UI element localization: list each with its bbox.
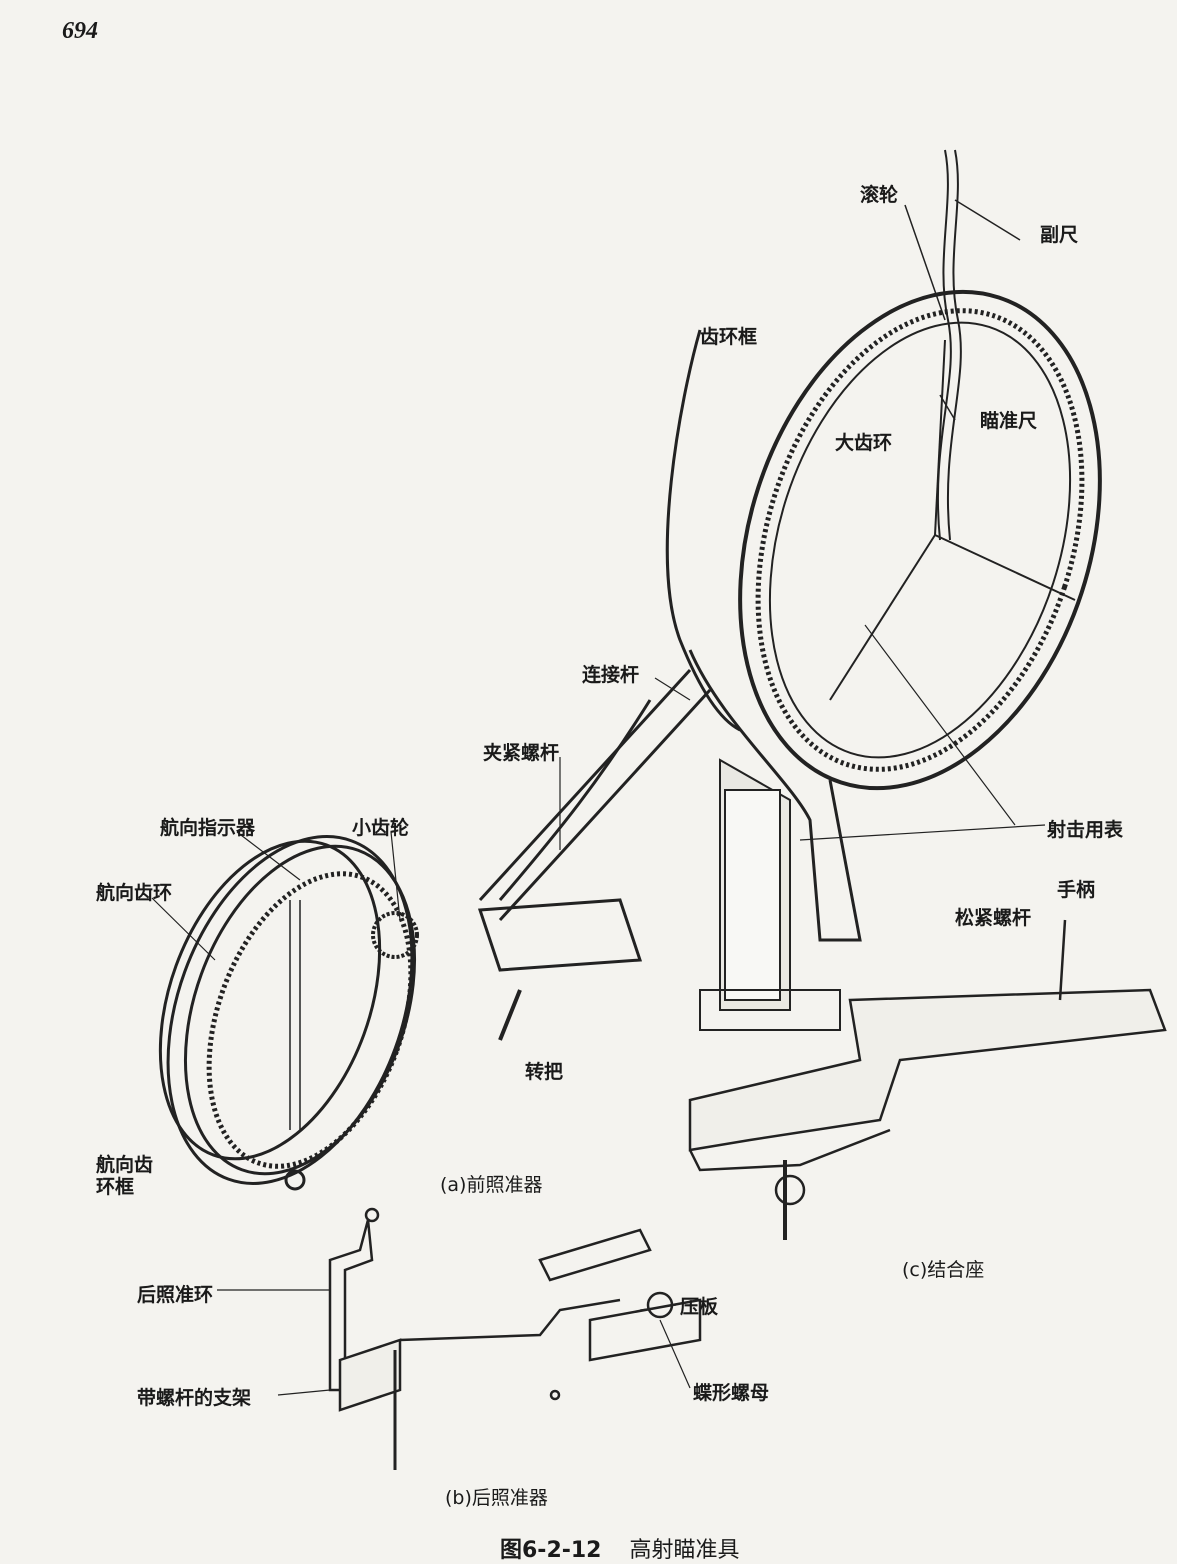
page-number: 694	[62, 18, 98, 44]
connecting-rod-drawing	[477, 668, 712, 1041]
label-handle: 手柄	[1057, 879, 1096, 901]
label-heading-gear-ring: 航向齿环	[96, 882, 173, 904]
figure-caption: 图6-2-12 高射瞄准具	[500, 1532, 740, 1564]
heading-gear-ring-drawing	[158, 835, 419, 1191]
label-vernier: 副尺	[1040, 224, 1079, 246]
figure-title: 高射瞄准具	[629, 1538, 740, 1563]
label-firing-table: 射击用表	[1047, 819, 1124, 841]
subfigure-b-label: (b)后照准器	[445, 1487, 548, 1509]
figure-number: 图6-2-12	[500, 1538, 602, 1563]
label-wing-nut: 蝶形螺母	[693, 1382, 770, 1404]
label-bracket-with-screw: 带螺杆的支架	[137, 1387, 252, 1409]
sight-scale-drawing	[904, 149, 1021, 541]
label-large-gear-ring: 大齿环	[835, 432, 893, 454]
label-tension-screw: 松紧螺杆	[955, 907, 1032, 929]
label-heading-gear-ring-frame-1: 航向齿	[96, 1154, 154, 1176]
column-drawing	[688, 649, 862, 1031]
subfigure-c-label: (c)结合座	[902, 1259, 985, 1281]
label-heading-gear-ring-frame-2: 环框	[96, 1176, 135, 1198]
label-sight-scale: 瞄准尺	[980, 410, 1038, 432]
label-gear-ring-frame: 齿环框	[700, 326, 758, 348]
rear-sight-drawing	[328, 1207, 702, 1470]
label-roller: 滚轮	[860, 184, 899, 206]
label-heading-indicator: 航向指示器	[160, 817, 256, 839]
label-rear-sight-ring: 后照准环	[137, 1284, 214, 1306]
label-connecting-rod: 连接杆	[582, 664, 640, 686]
label-clamp-screw: 夹紧螺杆	[483, 742, 560, 764]
mounting-base-drawing	[688, 919, 1167, 1240]
subfigure-a-label: (a)前照准器	[440, 1174, 543, 1196]
label-pressure-plate: 压板	[680, 1296, 719, 1318]
large-gear-ring-drawing	[665, 289, 1102, 791]
label-turn-handle: 转把	[525, 1061, 564, 1083]
label-pinion: 小齿轮	[352, 817, 410, 839]
leader-lines	[151, 624, 1046, 1396]
